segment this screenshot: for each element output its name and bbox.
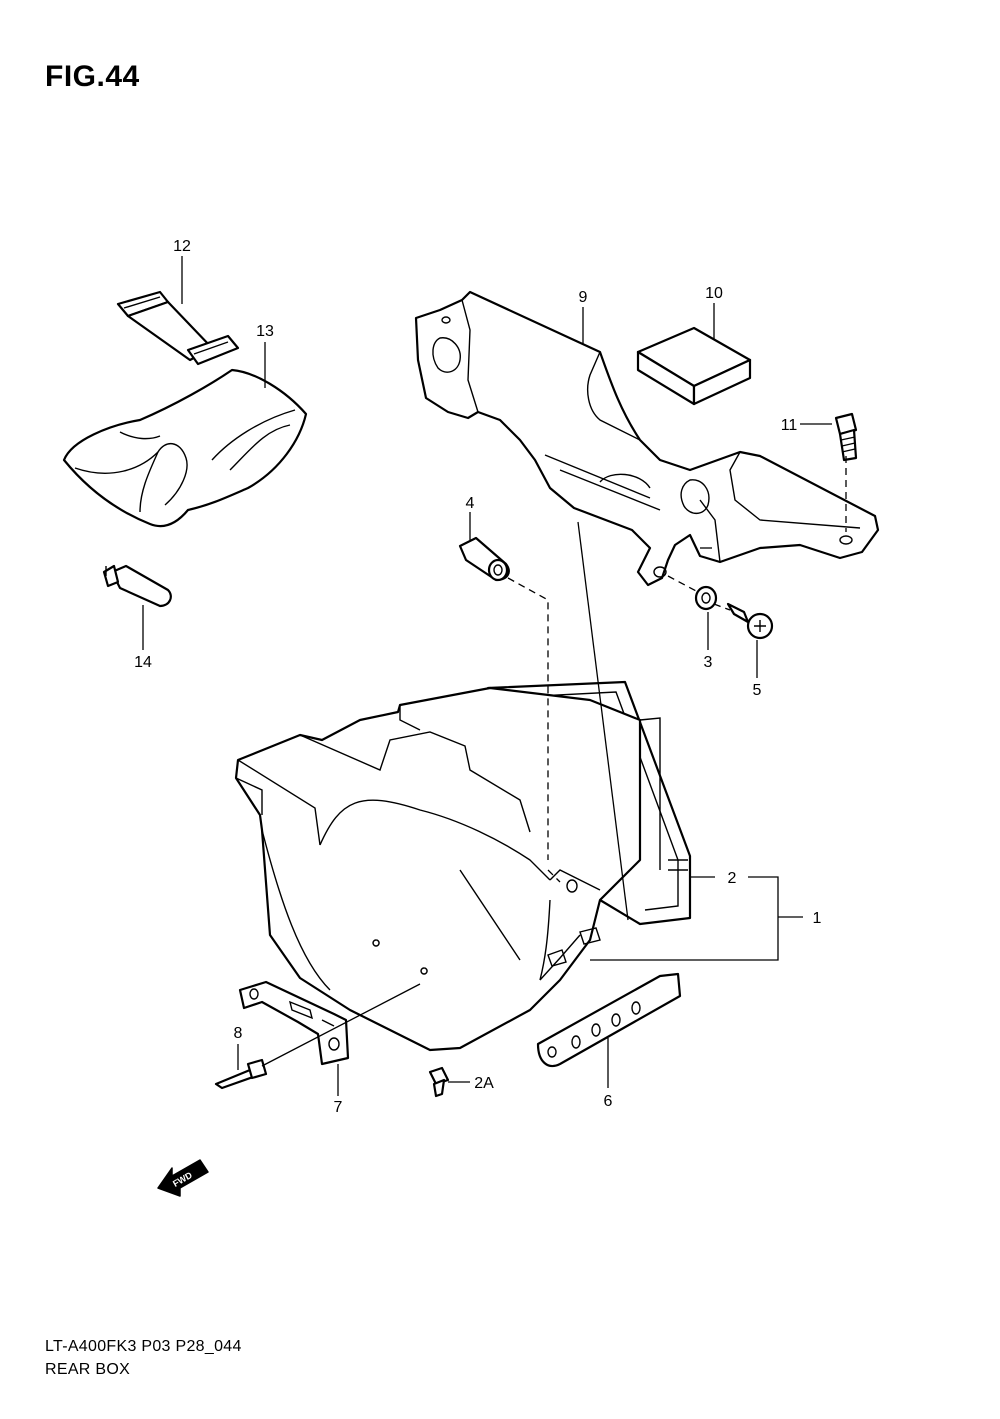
part-5-screw [726, 602, 774, 640]
callout-2a: 2A [474, 1075, 494, 1092]
leader-lines [142, 256, 832, 1096]
model-code: LT-A400FK3 P03 P28_044 [45, 1338, 242, 1355]
callout-14: 14 [134, 654, 152, 671]
callout-10: 10 [705, 285, 723, 302]
callout-4: 4 [466, 495, 475, 512]
part-7-stay [238, 980, 350, 1066]
part-1-rear-box [234, 686, 661, 1052]
callout-1: 1 [813, 910, 822, 927]
callout-8: 8 [234, 1025, 243, 1042]
callout-6: 6 [604, 1093, 613, 1110]
callout-3: 3 [704, 654, 713, 671]
part-9-bracket [414, 290, 880, 587]
part-6-holder [536, 972, 682, 1068]
fwd-arrow-icon: FWD [157, 1159, 209, 1197]
callout-13: 13 [256, 323, 274, 340]
part-10-pad [636, 326, 752, 406]
callout-11: 11 [781, 417, 798, 434]
part-3-washer [694, 585, 718, 611]
callout-5: 5 [753, 682, 762, 699]
callout-9: 9 [579, 289, 588, 306]
part-2a-clip [428, 1066, 450, 1098]
part-8-rivet [214, 1058, 268, 1090]
part-14-plug [102, 564, 172, 608]
part-12-strap [116, 290, 240, 366]
callout-2: 2 [728, 870, 737, 887]
part-13-cover [62, 368, 308, 528]
callout-7: 7 [334, 1099, 343, 1116]
part-4-collar [458, 536, 510, 582]
callout-12: 12 [173, 238, 191, 255]
assembly-lines [507, 456, 847, 921]
figure-title: FIG.44 [45, 60, 140, 93]
section-name: REAR BOX [45, 1361, 131, 1378]
part-11-bolt [834, 412, 858, 462]
